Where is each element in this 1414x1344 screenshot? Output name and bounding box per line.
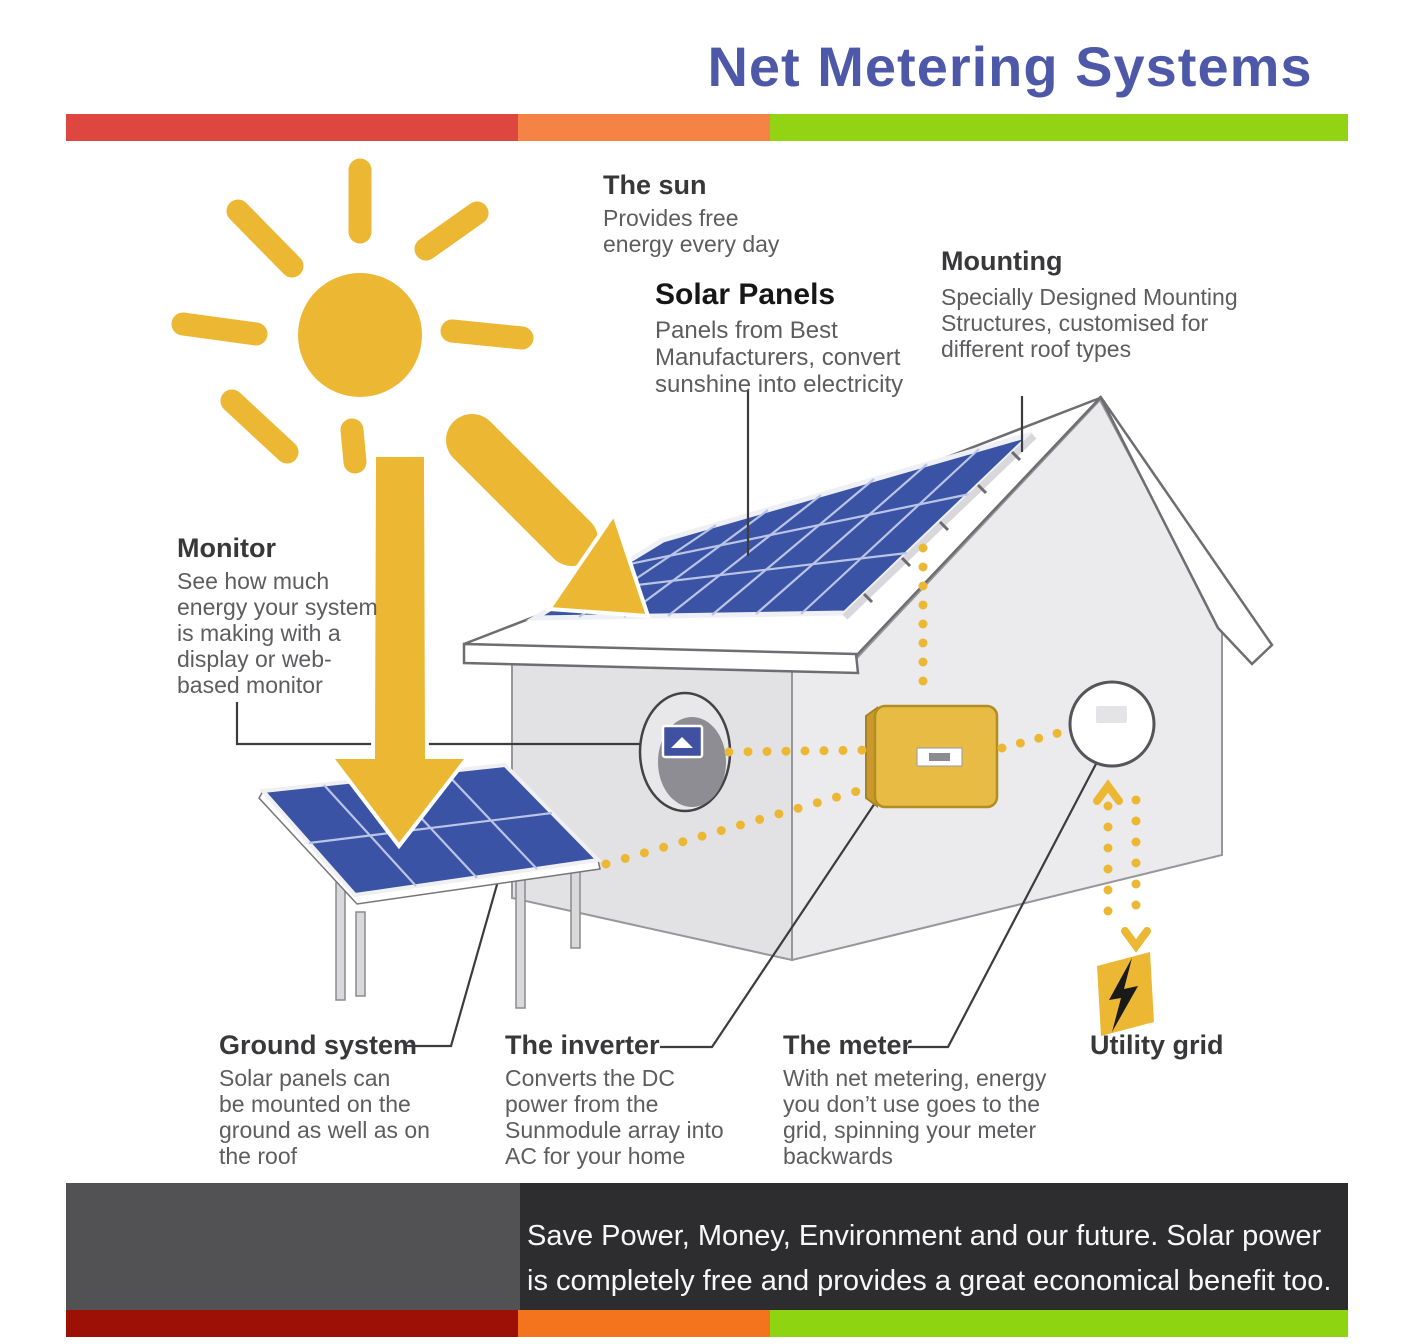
up-arrowhead-icon [1093,779,1123,805]
flow-monitor-to-inverter [724,745,875,757]
lightning-bolt-icon [1109,958,1138,1032]
solar-panels-label: Solar Panels Panels from Best Manufactur… [655,278,904,398]
meter-window [1096,706,1127,723]
ground-solar-panel [258,762,603,1009]
house-front-wall [511,662,793,962]
sun-rays [171,158,534,474]
mounting-heading: Mounting [941,246,1063,276]
bottom-bar-green-segment [770,1310,1348,1337]
meter-pointer-line [908,761,1098,1049]
monitor-label: Monitor See how much energy your system … [177,533,378,698]
monitor-device [638,691,732,813]
meter-device [1068,680,1156,768]
ground-system-heading: Ground system [219,1030,418,1060]
down-arrowhead-icon [1121,927,1151,953]
utility-grid-label: Utility grid [1090,1030,1224,1065]
inverter-label: The inverter Converts the DC power from … [505,1030,724,1169]
banner-line-1: Save Power, Money, Environment and our f… [527,1220,1322,1252]
meter-heading: The meter [783,1030,913,1060]
banner-right-panel [520,1183,1348,1310]
sun-to-roof-arrow-icon [442,410,651,619]
top-bar-green-segment [770,114,1348,141]
roof-right-overhang [1098,395,1274,666]
inverter-device [865,704,999,809]
ground-system-pointer-line [405,873,502,1048]
ground-system-label: Ground system Solar panels can be mounte… [219,1030,430,1169]
banner-text: Save Power, Money, Environment and our f… [527,1214,1331,1304]
banner-line-2: is completely free and provides a great … [527,1265,1332,1297]
flow-ground-panel-to-inverter [601,783,873,869]
banner-left-panel [66,1183,520,1310]
sun-to-ground-arrow-icon [326,453,473,850]
mounting-label: Mounting Specially Designed Mounting Str… [941,246,1238,362]
callout-lines [235,390,1098,1049]
monitor-screen-graph [671,737,693,748]
utility-grid-heading: Utility grid [1090,1030,1224,1060]
bottom-bar-orange-segment [518,1310,770,1337]
sun-icon [171,158,534,474]
meter-label: The meter With net metering, energy you … [783,1030,1047,1169]
monitor-pointer-line [235,702,642,746]
page-title: Net Metering Systems [707,35,1313,98]
top-bar-orange-segment [518,114,770,141]
roof-panel-grid [577,448,980,618]
utility-grid-icon [1097,952,1154,1036]
solar-panels-heading: Solar Panels [655,278,836,311]
sun-label: The sun Provides free energy every day [603,170,780,257]
inverter-heading: The inverter [505,1030,660,1060]
top-bar-red-segment [66,114,518,141]
sun-heading: The sun [603,170,707,200]
bottom-bar-darkred-segment [66,1310,518,1337]
mounting-rail [842,433,1037,620]
monitor-heading: Monitor [177,533,276,563]
roof-fascia [462,642,860,675]
mounting-brackets [862,450,1022,604]
inverter-pointer-line [660,799,878,1049]
flow-inverter-to-meter [997,726,1071,753]
energy-flow-dotted-lines [601,543,1151,953]
